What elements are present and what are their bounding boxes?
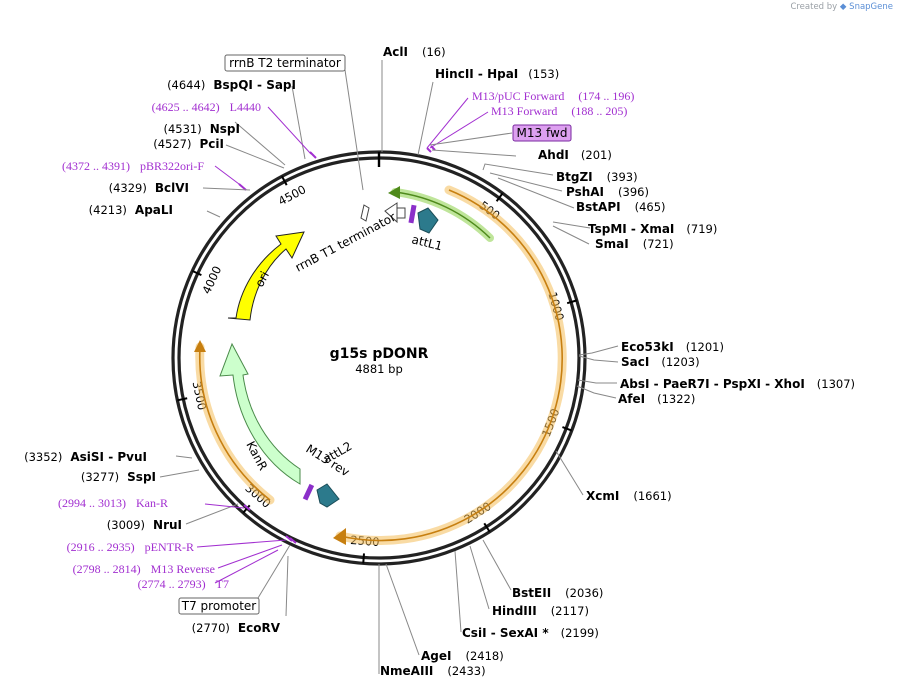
site-smai: SmaI(721) (595, 237, 674, 251)
primer-pentr-r: (2916 .. 2935)pENTR-R (67, 540, 194, 554)
t7-promoter-box: T7 promoter (178, 597, 260, 615)
rrnb-t1-label: rrnB T1 terminator (293, 210, 398, 275)
site-btgzi: BtgZI(393) (556, 170, 638, 184)
bp-tick (281, 175, 288, 186)
bp-tick (362, 553, 365, 564)
site-hindiii: HindIII(2117) (492, 604, 589, 618)
t7-promoter-label: T7 promoter (181, 599, 257, 613)
rrnb-t2-terminator-box: rrnB T2 terminator (224, 54, 346, 72)
site-labels-right: AclI(16) HincII - HpaI(153) AhdI(201) Bt… (380, 45, 855, 678)
bp-tick (495, 192, 504, 202)
site-saci: SacI(1203) (621, 355, 700, 369)
site-nmeaiii: NmeAIII(2433) (380, 664, 486, 678)
site-apali: (4213)ApaLI (89, 203, 173, 217)
site-ecorv: (2770)EcoRV (192, 621, 281, 635)
primer-marks (238, 145, 436, 544)
bp-tick (242, 504, 251, 514)
attl2-feature: M13 rev attL2 (302, 439, 354, 508)
leader-lines-right (378, 60, 619, 674)
primer-m13-reverse: (2798 .. 2814)M13 Reverse (73, 562, 215, 576)
primer-pbr322ori-f: (4372 .. 4391)pBR322ori-F (62, 159, 204, 173)
site-bclvi: (4329)BclVI (109, 181, 189, 195)
site-bsteii: BstEII(2036) (512, 586, 603, 600)
site-nrui: (3009)NruI (107, 518, 182, 532)
primer-m13-forward: M13 Forward(188 .. 205) (491, 104, 627, 118)
site-agei: AgeI(2418) (421, 649, 504, 663)
feature-leaders (257, 69, 513, 599)
site-ahdi: AhdI(201) (538, 148, 612, 162)
bp-tick (177, 397, 188, 402)
bp-tick (191, 269, 202, 277)
m13-fwd-label: M13 fwd (517, 126, 568, 140)
site-pcii: (4527)PciI (153, 137, 224, 151)
site-sspi: (3277)SspI (81, 470, 156, 484)
snapgene-logo-icon: ◆ (839, 2, 847, 12)
bp-tick (483, 522, 491, 533)
attl1-label: attL1 (410, 232, 444, 253)
ori-feature: ori (227, 231, 305, 321)
site-nspi: (4531)NspI (164, 122, 241, 136)
site-hincii-hpai: HincII - HpaI(153) (435, 67, 559, 81)
site-labels-left: (4644)BspQI - SapI (4531)NspI (4527)PciI… (24, 78, 296, 635)
primer-t7: (2774 .. 2793)T7 (138, 577, 229, 591)
primer-labels: M13/pUC Forward(174 .. 196) M13 Forward(… (58, 89, 634, 591)
leader-lines-left (159, 85, 306, 617)
site-eco53ki: Eco53kI(1201) (621, 340, 724, 354)
site-acli: AclI(16) (383, 45, 446, 59)
bp-tick-label: 4500 (276, 182, 308, 208)
rrnb-t2-label: rrnB T2 terminator (229, 56, 341, 70)
site-bstapi: BstAPI(465) (576, 200, 666, 214)
rrnb-t1-terminator-feature: rrnB T1 terminator (293, 202, 406, 275)
site-csii-sexai: CsiI - SexAI *(2199) (462, 626, 599, 640)
site-afei: AfeI(1322) (618, 392, 695, 406)
primer-l4440: (4625 .. 4642)L4440 (152, 100, 261, 114)
green-arc-top (388, 186, 494, 242)
site-pshai: PshAI(396) (566, 185, 649, 199)
site-bspqi-sapi: (4644)BspQI - SapI (167, 78, 296, 92)
plasmid-name: g15s pDONR (330, 346, 429, 362)
bp-tick (562, 426, 573, 432)
primer-kan-r: (2994 .. 3013)Kan-R (58, 496, 168, 510)
primer-m13-puc-forward: M13/pUC Forward(174 .. 196) (472, 89, 634, 103)
bp-tick-label: 4000 (199, 264, 224, 296)
credit-brand: SnapGene (849, 2, 893, 12)
attl1-feature: attL1 (408, 204, 444, 253)
site-xcmi: XcmI(1661) (586, 489, 672, 503)
m13-fwd-box: M13 fwd (512, 124, 572, 142)
credit-prefix: Created by (790, 2, 838, 12)
site-absi-xhoi: AbsI - PaeR7I - PspXI - XhoI(1307) (620, 377, 855, 391)
ori-label: ori (252, 269, 272, 289)
orange-arc-left (194, 340, 275, 505)
bp-tick (566, 299, 578, 305)
site-asisi-pvui: (3352)AsiSI - PvuI (24, 450, 147, 464)
snapgene-credit: Created by ◆ SnapGene (790, 2, 893, 12)
site-tspmi-xmai: TspMI - XmaI(719) (588, 222, 717, 236)
primer-leaders (196, 97, 489, 584)
orange-arc-right (333, 185, 567, 545)
plasmid-length: 4881 bp (355, 362, 403, 376)
